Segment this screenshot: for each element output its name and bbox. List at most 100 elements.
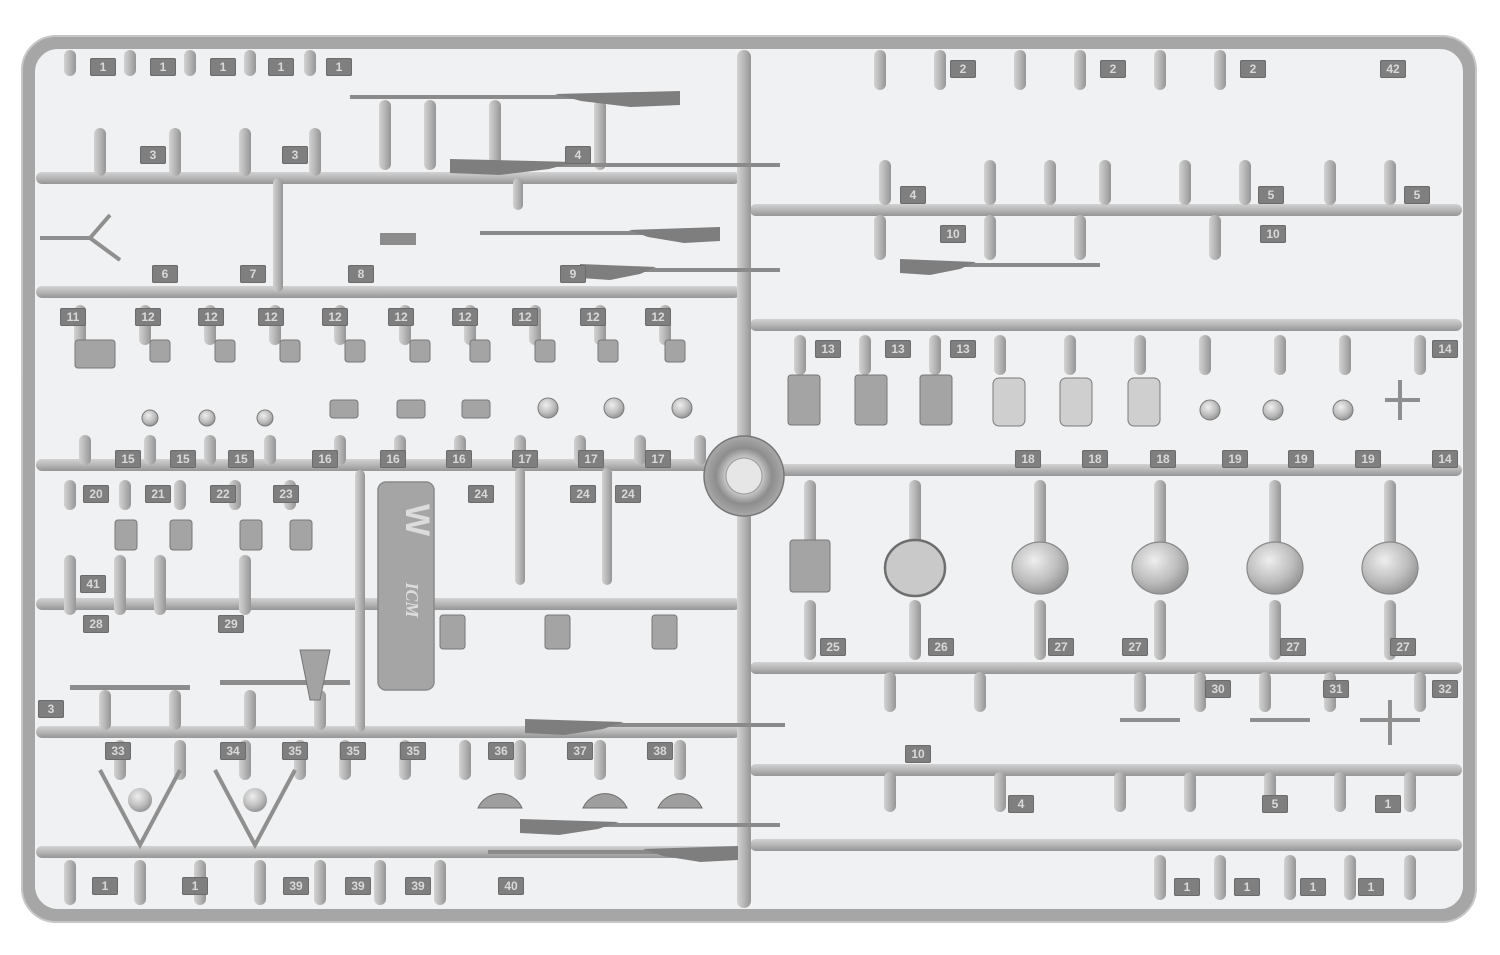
box-part bbox=[544, 614, 571, 650]
gate bbox=[1384, 160, 1396, 205]
dome-part bbox=[1262, 399, 1284, 421]
gate bbox=[1099, 160, 1111, 205]
part-number-plate: 1 bbox=[90, 58, 116, 76]
gate bbox=[174, 740, 186, 780]
parts bbox=[40, 50, 1426, 905]
part-number-plate: 31 bbox=[1323, 680, 1349, 698]
gate bbox=[1324, 160, 1336, 205]
shield-part bbox=[582, 793, 628, 809]
gate bbox=[309, 128, 321, 176]
runner bbox=[36, 172, 740, 184]
part-number-plate: 24 bbox=[468, 485, 494, 503]
part-number-plate: 12 bbox=[258, 308, 284, 326]
gate bbox=[174, 480, 186, 510]
shield-part bbox=[477, 793, 523, 809]
canteen-part bbox=[1059, 377, 1093, 427]
runner bbox=[750, 464, 1462, 476]
gate bbox=[1064, 335, 1076, 375]
part-number-plate: 1 bbox=[182, 877, 208, 895]
gate bbox=[1269, 480, 1281, 560]
part-number-plate: 5 bbox=[1404, 186, 1430, 204]
gate bbox=[154, 555, 166, 615]
box-part bbox=[239, 519, 263, 551]
gate bbox=[594, 100, 606, 170]
part-number-plate: 15 bbox=[228, 450, 254, 468]
part-number-plate: 12 bbox=[135, 308, 161, 326]
part-number-plate: 1 bbox=[150, 58, 176, 76]
gate bbox=[1199, 335, 1211, 375]
part-number-plate: 16 bbox=[446, 450, 472, 468]
part-number-plate: 10 bbox=[1260, 225, 1286, 243]
part-number-plate: 28 bbox=[83, 615, 109, 633]
gate bbox=[594, 740, 606, 780]
box-part bbox=[114, 519, 138, 551]
gate bbox=[1284, 855, 1296, 900]
gate bbox=[204, 435, 216, 465]
box-part bbox=[74, 339, 116, 369]
dome-part bbox=[198, 409, 216, 427]
gate bbox=[874, 50, 886, 90]
rifle-part bbox=[350, 91, 680, 107]
gate bbox=[124, 50, 136, 76]
part-number-plate: 21 bbox=[145, 485, 171, 503]
part-number-plate: 27 bbox=[1280, 638, 1306, 656]
part-number-plate: 1 bbox=[1375, 795, 1401, 813]
dome-part bbox=[603, 397, 625, 419]
runner bbox=[513, 178, 523, 210]
gate bbox=[1269, 600, 1281, 660]
gate bbox=[1154, 480, 1166, 560]
part-number-plate: 18 bbox=[1082, 450, 1108, 468]
gate bbox=[79, 435, 91, 465]
part-number-plate: 2 bbox=[950, 60, 976, 78]
part-number-plate: 7 bbox=[240, 265, 266, 283]
gate bbox=[1134, 672, 1146, 712]
gate bbox=[1209, 215, 1221, 260]
part-number-plate: 11 bbox=[60, 308, 86, 326]
gate bbox=[794, 335, 806, 375]
part-number-plate: 23 bbox=[273, 485, 299, 503]
part-number-plate: 33 bbox=[105, 742, 131, 760]
part-number-plate: 19 bbox=[1355, 450, 1381, 468]
gate bbox=[244, 690, 256, 730]
box-part bbox=[664, 339, 686, 363]
part-number-plate: 17 bbox=[578, 450, 604, 468]
dome-part bbox=[256, 409, 274, 427]
shovel-part bbox=[220, 680, 350, 685]
rifle-part bbox=[520, 819, 780, 835]
part-number-plate: 35 bbox=[340, 742, 366, 760]
part-number-plate: 15 bbox=[170, 450, 196, 468]
gate bbox=[974, 672, 986, 712]
box-part bbox=[597, 339, 619, 363]
gate bbox=[184, 50, 196, 76]
gate bbox=[934, 50, 946, 90]
part-number-plate: 27 bbox=[1122, 638, 1148, 656]
gate bbox=[1074, 215, 1086, 260]
part-number-plate: 10 bbox=[905, 745, 931, 763]
gate bbox=[1194, 672, 1206, 712]
box-part bbox=[651, 614, 678, 650]
gate bbox=[1239, 160, 1251, 205]
part-number-plate: 3 bbox=[282, 146, 308, 164]
gate bbox=[694, 435, 706, 465]
part-number-plate: 1 bbox=[92, 877, 118, 895]
gate bbox=[874, 215, 886, 260]
part-number-plate: 16 bbox=[380, 450, 406, 468]
part-number-plate: 4 bbox=[900, 186, 926, 204]
helmet-part bbox=[1246, 541, 1304, 595]
box-part bbox=[461, 399, 491, 419]
box-part bbox=[289, 519, 313, 551]
gate bbox=[424, 100, 436, 170]
gate bbox=[634, 435, 646, 465]
shield-part bbox=[657, 793, 703, 809]
gate bbox=[804, 600, 816, 660]
part-number-plate: 1 bbox=[1300, 878, 1326, 896]
box-part bbox=[169, 519, 193, 551]
part-number-plate: 12 bbox=[452, 308, 478, 326]
part-number-plate: 41 bbox=[80, 575, 106, 593]
gate bbox=[1384, 480, 1396, 560]
part-number-plate: 1 bbox=[210, 58, 236, 76]
part-number-plate: 12 bbox=[322, 308, 348, 326]
cross-part bbox=[1360, 700, 1420, 745]
gate bbox=[1074, 50, 1086, 90]
part-number-plate: 2 bbox=[1100, 60, 1126, 78]
